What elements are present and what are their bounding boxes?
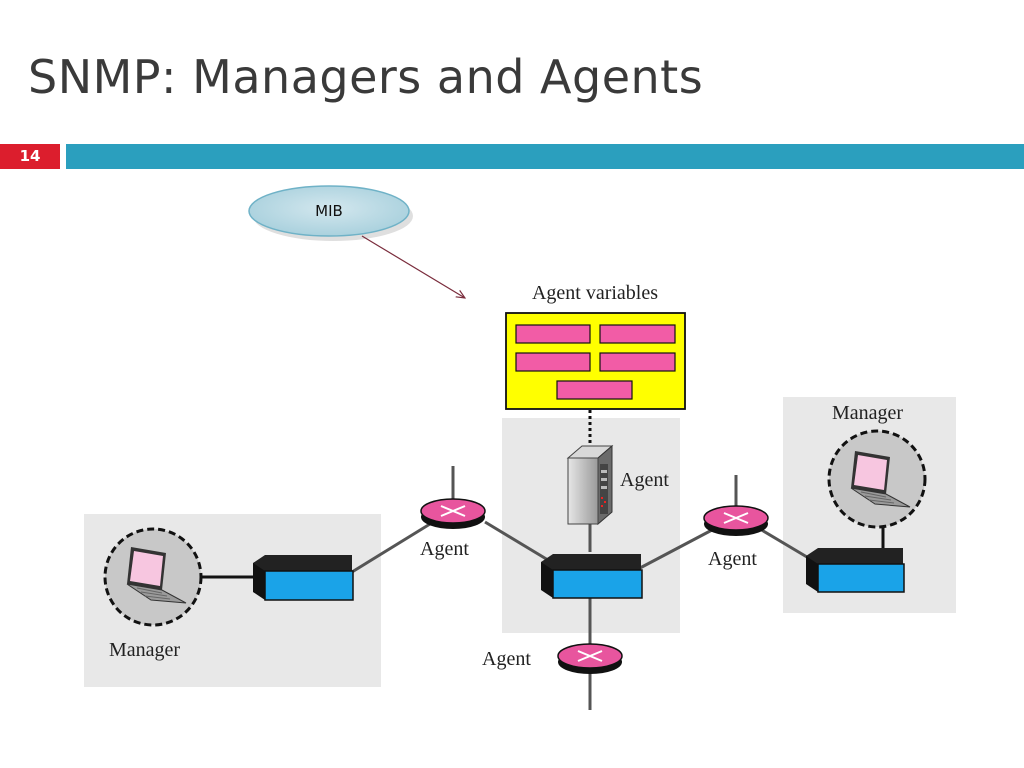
mib-callout: MIB bbox=[248, 185, 465, 298]
right-router bbox=[703, 505, 769, 536]
right-switch bbox=[806, 548, 905, 593]
server-icon bbox=[566, 444, 614, 526]
variable-cell bbox=[515, 352, 591, 372]
slide-number: 14 bbox=[0, 144, 60, 169]
server-agent-label: Agent bbox=[620, 469, 669, 491]
variable-cell bbox=[515, 324, 591, 344]
variable-cell bbox=[599, 352, 676, 372]
mib-oval bbox=[248, 185, 410, 237]
agent-variables-panel bbox=[505, 312, 686, 410]
bottom-router bbox=[557, 643, 623, 674]
title-bar bbox=[66, 144, 1024, 169]
variable-cell bbox=[556, 380, 633, 400]
left-router bbox=[420, 498, 486, 529]
right-manager-laptop-icon bbox=[827, 429, 927, 529]
mib-arrow bbox=[361, 235, 465, 298]
center-switch bbox=[541, 554, 643, 599]
agent-variables-label: Agent variables bbox=[532, 282, 658, 304]
variable-cell bbox=[599, 324, 676, 344]
slide-title: SNMP: Managers and Agents bbox=[28, 50, 704, 104]
mib-label: MIB bbox=[315, 202, 343, 220]
right-router-agent-label: Agent bbox=[708, 548, 757, 570]
left-manager-laptop-icon bbox=[103, 527, 203, 627]
bottom-router-agent-label: Agent bbox=[482, 648, 531, 670]
left-router-agent-label: Agent bbox=[420, 538, 469, 560]
left-switch bbox=[253, 555, 354, 601]
right-manager-label: Manager bbox=[832, 402, 903, 424]
left-manager-label: Manager bbox=[109, 639, 180, 661]
